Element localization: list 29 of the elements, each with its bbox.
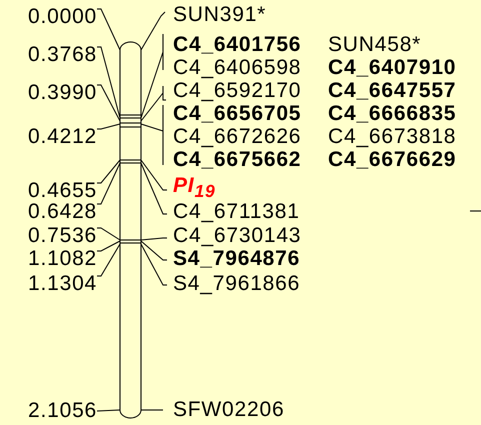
map-position: 0.4655: [28, 180, 98, 202]
marker-name: C4_6656705: [173, 103, 302, 125]
marker-name: C4_6711381: [173, 201, 300, 223]
marker-name: C4_6666835: [328, 103, 456, 125]
map-position: 0.7536: [28, 225, 98, 247]
map-position: 0.6428: [28, 201, 98, 223]
marker-name: C4_6673818: [328, 126, 456, 148]
marker-name: C4_6730143: [173, 225, 302, 247]
marker-name: C4_6647557: [328, 80, 456, 102]
marker-name: C4_6675662: [173, 149, 302, 171]
map-position: 0.0000: [28, 6, 98, 28]
map-position: 2.1056: [28, 400, 98, 422]
marker-name: C4_6592170: [173, 80, 302, 102]
marker-name: S4_7964876: [173, 248, 300, 270]
marker-name: C4_6676629: [328, 149, 456, 171]
map-position: 1.1082: [28, 248, 98, 270]
marker-name: C4_6407910: [328, 57, 456, 79]
marker-name: SUN458*: [328, 34, 422, 56]
trait-locus-label: PI$_{19}$: [173, 175, 216, 202]
map-position: 1.1304: [28, 273, 98, 295]
map-position: 0.3990: [28, 82, 98, 104]
marker-name: S4_7961866: [173, 273, 300, 295]
map-position: 0.3768: [28, 44, 98, 66]
marker-name: C4_6406598: [173, 57, 302, 79]
marker-name: C4_6401756: [173, 34, 302, 56]
marker-name: C4_6672626: [173, 126, 302, 148]
marker-name: SUN391*: [173, 4, 266, 26]
map-position: 0.4212: [28, 126, 98, 148]
marker-name: SFW02206: [173, 399, 284, 421]
